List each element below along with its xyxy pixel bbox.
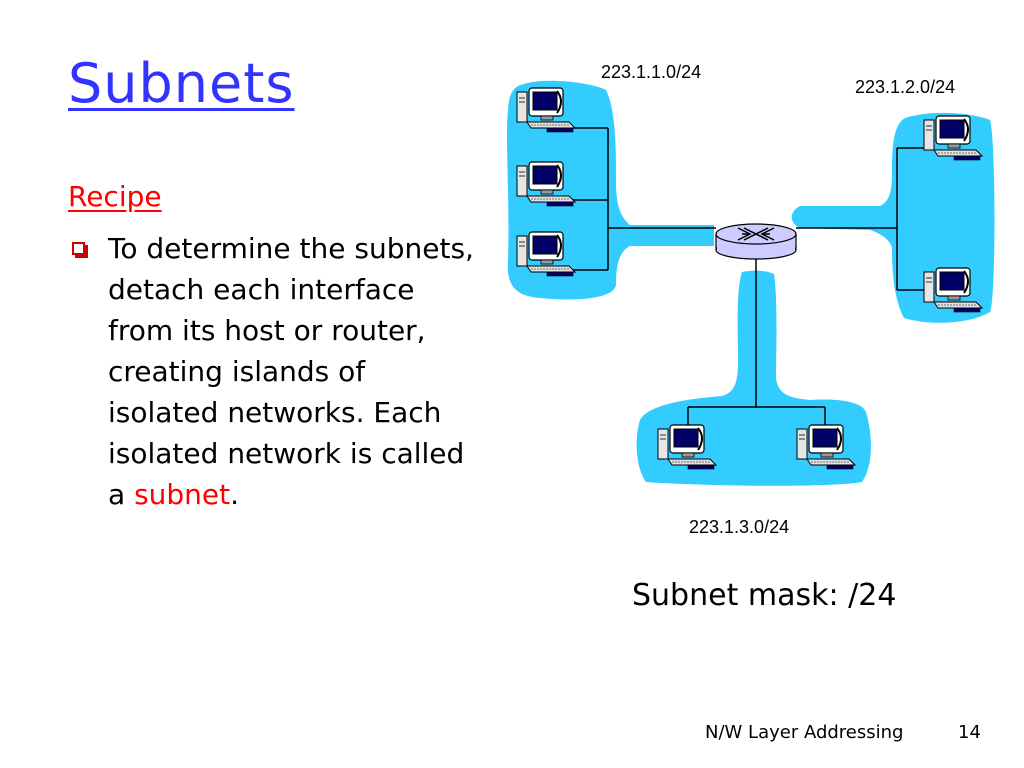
bullet-text-end: . [230, 478, 240, 511]
page-number: 14 [958, 722, 981, 743]
bullet-text-main: To determine the subnets, detach each in… [108, 232, 474, 511]
recipe-heading: Recipe [68, 180, 162, 213]
bullet-icon [72, 242, 88, 258]
subnet-mask-label: Subnet mask: /24 [632, 578, 897, 613]
subnet-label-2: 223.1.2.0/24 [855, 77, 956, 97]
router-icon [715, 223, 797, 260]
subnet-label-1: 223.1.1.0/24 [601, 62, 702, 82]
footer-section: N/W Layer Addressing [705, 722, 904, 743]
bullet-text: To determine the subnets, detach each in… [108, 228, 478, 515]
subnet-term: subnet [134, 478, 231, 511]
subnet-label-3: 223.1.3.0/24 [689, 517, 790, 537]
slide-title: Subnets [68, 52, 295, 115]
